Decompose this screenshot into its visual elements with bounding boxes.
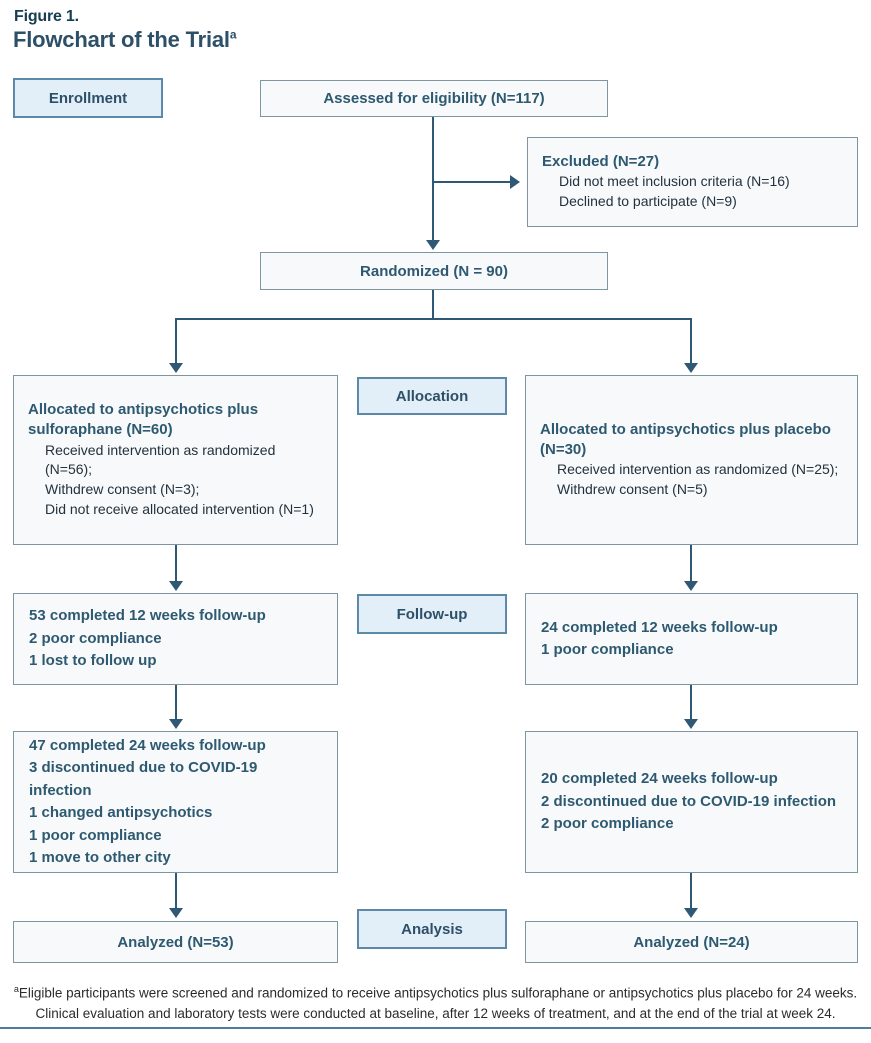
arrow-down-icon <box>684 719 698 729</box>
arrow-right-icon <box>510 175 520 189</box>
arrow-down-icon <box>169 908 183 918</box>
arrow-down-icon <box>426 240 440 250</box>
box-followup-24w-sulforaphane-line: 1 poor compliance <box>29 826 162 844</box>
arrow-down-icon <box>684 908 698 918</box>
box-followup-24w-sulforaphane-line: 47 completed 24 weeks follow-up <box>29 736 266 754</box>
box-excluded: Excluded (N=27) Did not meet inclusion c… <box>527 137 858 227</box>
connector-split-horizontal <box>175 318 692 320</box>
figure-footnote: aEligible participants were screened and… <box>0 983 871 1025</box>
connector-split-right-down <box>690 318 692 363</box>
arrow-down-icon <box>684 581 698 591</box>
box-allocated-sulforaphane: Allocated to antipsychotics plus sulfora… <box>13 375 338 545</box>
box-followup-24w-placebo-line: 20 completed 24 weeks follow-up <box>541 770 778 788</box>
connector-to-excluded <box>432 181 511 183</box>
box-followup-12w-sulforaphane-line: 1 lost to follow up <box>29 652 157 670</box>
connector-followup-to-24w-left <box>175 685 177 719</box>
box-followup-24w-sulforaphane-line: 1 move to other city <box>29 849 171 866</box>
box-allocated-sulforaphane-heading: Allocated to antipsychotics plus sulfora… <box>28 401 259 439</box>
box-followup-24w-sulforaphane-line: 3 discontinued due to COVID-19 infection <box>29 759 258 799</box>
box-followup-24w-sulforaphane: 47 completed 24 weeks follow-up 3 discon… <box>13 731 338 873</box>
box-assessed-eligibility-text: Assessed for eligibility (N=117) <box>323 90 545 107</box>
box-allocated-sulforaphane-item: Received intervention as randomized (N=5… <box>45 441 276 478</box>
box-analyzed-sulforaphane-text: Analyzed (N=53) <box>117 933 234 951</box>
stage-label-follow-up-text: Follow-up <box>396 605 468 623</box>
figure-title: Flowchart of the Triala <box>13 27 237 53</box>
box-followup-24w-placebo: 20 completed 24 weeks follow-up 2 discon… <box>525 731 858 873</box>
footnote-superscript: a <box>13 984 19 994</box>
arrow-down-icon <box>169 719 183 729</box>
box-randomized-text: Randomized (N = 90) <box>360 262 508 280</box>
box-followup-12w-sulforaphane-line: 2 poor compliance <box>29 629 162 647</box>
box-analyzed-sulforaphane: Analyzed (N=53) <box>13 921 338 963</box>
box-followup-12w-sulforaphane: 53 completed 12 weeks follow-up 2 poor c… <box>13 593 338 685</box>
box-excluded-item: Declined to participate (N=9) <box>559 193 737 210</box>
box-followup-24w-placebo-line: 2 discontinued due to COVID-19 infection <box>541 792 837 810</box>
arrow-down-icon <box>684 363 698 373</box>
connector-24w-to-analyzed-right <box>690 873 692 908</box>
box-excluded-heading: Excluded (N=27) <box>542 153 660 170</box>
stage-label-follow-up: Follow-up <box>357 594 507 634</box>
figure-label: Figure 1. <box>14 8 79 25</box>
box-allocated-placebo: Allocated to antipsychotics plus placebo… <box>525 375 858 545</box>
box-allocated-placebo-item: Received intervention as randomized (N=2… <box>557 461 839 478</box>
box-allocated-sulforaphane-item: Withdrew consent (N=3); <box>45 481 200 498</box>
figure-title-text: Flowchart of the Trial <box>13 27 230 52</box>
stage-label-enrollment: Enrollment <box>13 78 163 118</box>
box-excluded-item: Did not meet inclusion criteria (N=16) <box>559 173 790 190</box>
box-followup-24w-sulforaphane-line: 1 changed antipsychotics <box>29 804 213 821</box>
box-allocated-placebo-heading: Allocated to antipsychotics plus placebo… <box>540 420 831 459</box>
arrow-down-icon <box>169 581 183 591</box>
stage-label-allocation: Allocation <box>357 377 507 415</box>
footnote-line1-text: Eligible participants were screened and … <box>18 985 858 1001</box>
connector-24w-to-analyzed-left <box>175 873 177 908</box>
box-allocated-placebo-item: Withdrew consent (N=5) <box>557 481 708 498</box>
connector-alloc-to-followup-left <box>175 545 177 581</box>
footnote-line1: aEligible participants were screened and… <box>0 983 871 1004</box>
box-followup-12w-sulforaphane-line: 53 completed 12 weeks follow-up <box>29 607 266 625</box>
arrow-down-icon <box>169 363 183 373</box>
box-followup-12w-placebo-line: 24 completed 12 weeks follow-up <box>541 618 778 636</box>
footnote-line2: Clinical evaluation and laboratory tests… <box>35 1006 836 1022</box>
box-allocated-sulforaphane-item: Did not receive allocated intervention (… <box>45 501 314 518</box>
bottom-divider <box>0 1027 871 1029</box>
box-analyzed-placebo-text: Analyzed (N=24) <box>633 933 750 951</box>
figure-title-superscript: a <box>229 27 237 42</box>
box-assessed-eligibility: Assessed for eligibility (N=117) <box>260 80 608 117</box>
box-randomized: Randomized (N = 90) <box>260 252 608 290</box>
stage-label-allocation-text: Allocation <box>395 387 469 405</box>
connector-followup-to-24w-right <box>690 685 692 719</box>
connector-assessed-to-randomized <box>432 117 434 241</box>
box-followup-12w-placebo: 24 completed 12 weeks follow-up 1 poor c… <box>525 593 858 685</box>
box-followup-24w-placebo-line: 2 poor compliance <box>541 815 674 833</box>
stage-label-analysis: Analysis <box>357 909 507 949</box>
connector-alloc-to-followup-right <box>690 545 692 581</box>
connector-split-left-down <box>175 318 177 363</box>
connector-randomized-down <box>432 290 434 319</box>
box-analyzed-placebo: Analyzed (N=24) <box>525 921 858 963</box>
stage-label-enrollment-text: Enrollment <box>48 89 128 107</box>
box-followup-12w-placebo-line: 1 poor compliance <box>541 641 674 658</box>
stage-label-analysis-text: Analysis <box>401 920 463 938</box>
